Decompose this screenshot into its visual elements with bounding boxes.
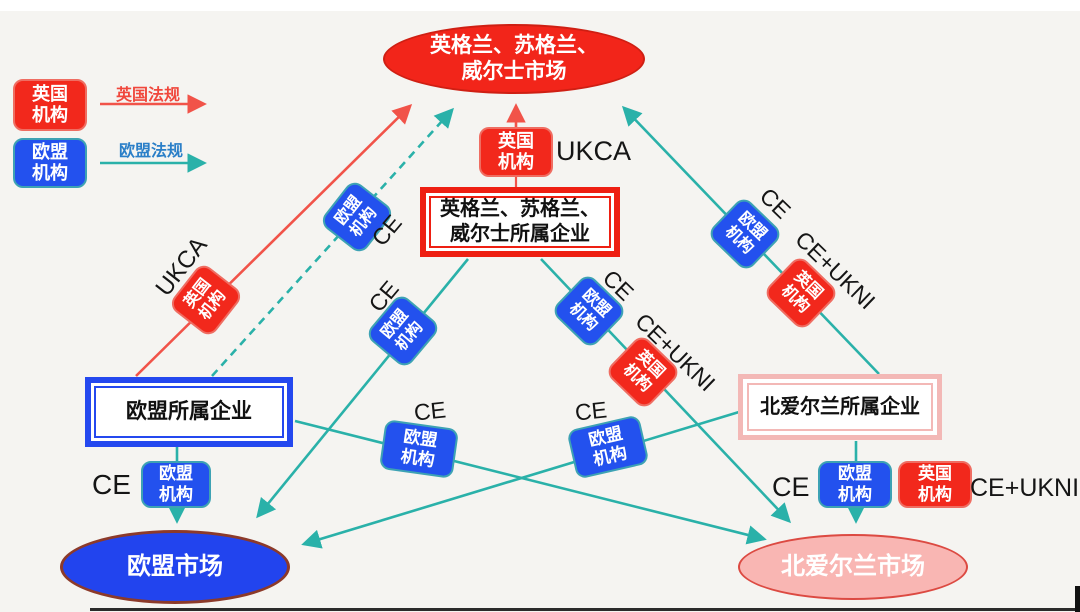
ukca-mark-label: UKCA	[556, 136, 632, 166]
ni-enterprise-label: 北爱尔兰所属企业	[760, 395, 920, 418]
chip-label-line: 机构	[399, 446, 436, 471]
chip-label-line: 英国	[918, 464, 952, 484]
gb-market-ellipse: 英格兰、苏格兰、 威尔士市场	[383, 24, 645, 94]
arrow-eu-enterprise-to-gb-market-ukca	[135, 103, 413, 377]
gb-market-label: 英格兰、苏格兰、	[430, 33, 598, 57]
chip-label-line: 欧盟	[838, 464, 872, 484]
bottom-border-line	[90, 608, 1080, 611]
uk-institution-chip-ni-vertical: 英国 机构	[898, 461, 972, 508]
ni-market-ellipse: 北爱尔兰市场	[738, 534, 968, 600]
eu-market-ellipse: 欧盟市场	[60, 530, 290, 604]
uk-institution-chip-top: 英国 机构	[479, 127, 553, 177]
gb-enterprise-box: 英格兰、苏格兰、 威尔士所属企业	[420, 187, 620, 257]
gb-market-label: 威尔士市场	[461, 60, 567, 83]
gb-enterprise-label: 威尔士所属企业	[450, 223, 590, 245]
chip-label-line: 机构	[32, 105, 68, 125]
chip-label-line: 英国	[32, 83, 68, 104]
legend-uk-regulation-label: 英国法规	[116, 87, 181, 104]
chip-label-line: 英国	[498, 130, 534, 151]
arrow-ni-enterprise-to-eu-market	[301, 410, 740, 549]
eu-enterprise-box: 欧盟所属企业	[85, 377, 293, 447]
right-edge-mark	[1075, 586, 1080, 612]
eu-enterprise-label: 欧盟所属企业	[126, 399, 252, 423]
arrow-gb-enterprise-to-eu-market	[256, 258, 470, 519]
arrow-eu-enterprise-to-ni-market	[294, 419, 767, 545]
ce-ukni-mark-label-ni-vertical: CE+UKNI	[970, 474, 1080, 502]
legend-uk-institution-chip: 英国 机构	[13, 79, 87, 131]
chip-label-line: 机构	[498, 152, 534, 172]
ni-enterprise-box: 北爱尔兰所属企业	[738, 374, 942, 440]
legend-eu-institution-chip: 欧盟 机构	[13, 138, 87, 188]
chip-label-line: 机构	[838, 484, 872, 504]
gb-enterprise-label: 英格兰、苏格兰、	[440, 198, 600, 220]
ce-mark-label-eu-vertical: CE	[92, 469, 131, 500]
eu-market-label: 欧盟市场	[127, 553, 223, 580]
eu-institution-chip-eu-to-ni: 欧盟 机构	[378, 419, 460, 479]
chip-label-line: 欧盟	[32, 141, 68, 162]
arrow-eu-enterprise-to-gb-market-ce-dashed	[211, 107, 454, 377]
chip-label-line: 欧盟	[159, 464, 193, 484]
eu-institution-chip-eu-vertical: 欧盟 机构	[141, 461, 211, 508]
eu-institution-chip-ni-vertical: 欧盟 机构	[818, 461, 892, 508]
chip-label-line: 机构	[159, 484, 193, 504]
chip-label-line: 机构	[918, 484, 952, 504]
chip-label-line: 机构	[32, 163, 68, 183]
ce-mark-label-ni-vertical: CE	[772, 472, 810, 502]
ni-market-label: 北爱尔兰市场	[781, 553, 925, 580]
legend-eu-regulation-label: 欧盟法规	[119, 143, 184, 160]
top-white-strip	[0, 0, 1080, 11]
